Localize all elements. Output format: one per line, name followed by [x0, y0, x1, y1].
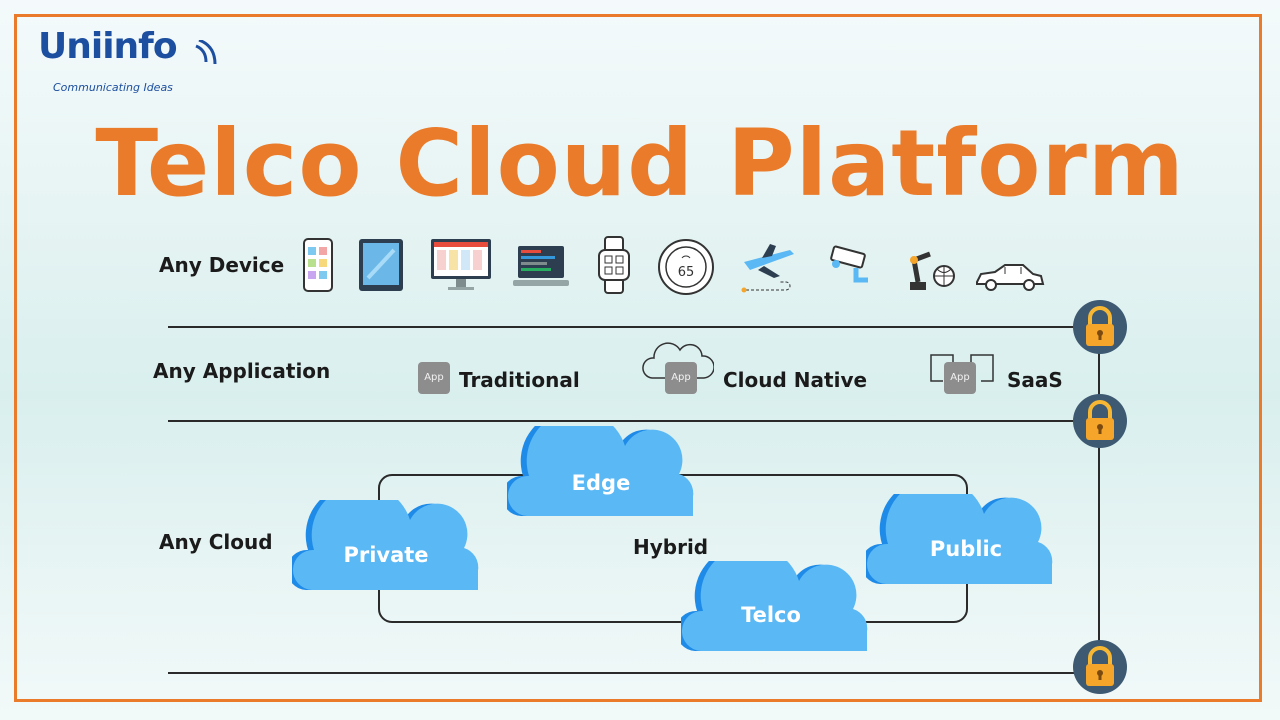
thermostat-value: 65: [678, 265, 695, 280]
cloud-outline-icon: [642, 342, 714, 379]
airplane-icon: [741, 244, 794, 293]
logo-tagline: Communicating Ideas: [53, 81, 173, 94]
laptop-icon: [513, 246, 569, 286]
divider-line: [168, 420, 1080, 422]
app-label-saas: SaaS: [1007, 368, 1063, 392]
brand-logo[interactable]: Uniinfo Communicating Ideas: [38, 26, 238, 96]
smartwatch-icon: [598, 236, 630, 294]
row-label-device: Any Device: [159, 253, 285, 277]
robot-arm-icon: [910, 251, 955, 290]
telco-cloud-label: Telco: [741, 603, 801, 627]
lock-icon: [1073, 300, 1127, 354]
lock-icon: [1073, 394, 1127, 448]
security-camera-icon: [830, 245, 868, 283]
private-cloud-icon: [292, 500, 479, 590]
telco-cloud-icon: [681, 561, 868, 651]
app-box: App: [665, 362, 697, 394]
edge-cloud-label: Edge: [571, 471, 631, 495]
page-title: Telco Cloud Platform: [95, 110, 1185, 217]
row-label-application: Any Application: [153, 359, 331, 383]
smartphone-icon: [303, 238, 333, 292]
public-cloud-label: Public: [929, 537, 1003, 561]
hybrid-label: Hybrid: [633, 535, 709, 559]
thermostat-icon: 65: [658, 239, 714, 295]
app-label-traditional: Traditional: [459, 368, 580, 392]
tablet-icon: [359, 239, 403, 291]
app-box: App: [418, 362, 450, 394]
row-label-cloud: Any Cloud: [159, 530, 273, 554]
globe-wifi-icon: [195, 40, 217, 65]
logo-wordmark: Uniinfo: [38, 26, 178, 67]
edge-cloud-icon: [507, 426, 694, 516]
lock-icon: [1073, 640, 1127, 694]
app-label-cloud-native: Cloud Native: [723, 368, 868, 392]
car-icon: [976, 264, 1045, 291]
connector-line: [1098, 328, 1100, 668]
app-box: App: [944, 362, 976, 394]
monitor-icon: [431, 239, 491, 290]
private-cloud-label: Private: [343, 543, 429, 567]
public-cloud-icon: [866, 494, 1053, 584]
window-frames-icon: [930, 354, 994, 382]
divider-line: [168, 672, 1080, 674]
page-frame: [14, 14, 1262, 702]
divider-line: [168, 326, 1080, 328]
